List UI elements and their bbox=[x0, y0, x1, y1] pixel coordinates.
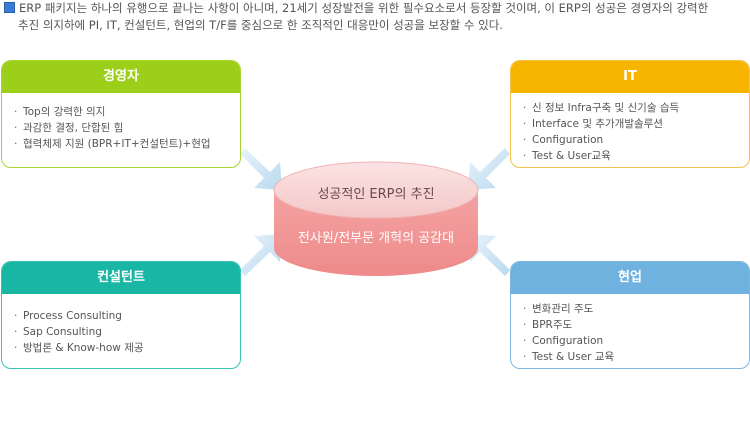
it-box: IT 신 정보 Infra구축 및 신기술 습득 Interface 및 추가개… bbox=[510, 60, 750, 168]
square-bullet-icon bbox=[4, 2, 15, 13]
list-item: 신 정보 Infra구축 및 신기술 습득 bbox=[523, 100, 749, 116]
ceo-box: 경영자 Top의 강력한 의지 과감한 결정, 단합된 힘 협력체제 지원 (B… bbox=[1, 60, 241, 168]
center-top-label: 성공적인 ERP의 추진 bbox=[317, 187, 435, 202]
list-item: 변화관리 주도 bbox=[523, 301, 749, 317]
it-box-list: 신 정보 Infra구축 및 신기술 습득 Interface 및 추가개발솔루… bbox=[511, 93, 749, 164]
arrow-top-left-icon bbox=[240, 148, 282, 190]
arrow-bottom-right-icon bbox=[468, 234, 510, 276]
intro-text: ERP 패키지는 하나의 유행으로 끝나는 사항이 아니며, 21세기 성장발전… bbox=[4, 0, 744, 34]
list-item: Test & User 교육 bbox=[523, 349, 749, 365]
intro-line-1: ERP 패키지는 하나의 유행으로 끝나는 사항이 아니며, 21세기 성장발전… bbox=[19, 1, 709, 15]
consultant-box-title: 컨설턴트 bbox=[2, 262, 240, 294]
list-item: 협력체제 지원 (BPR+IT+컨설턴트)+현업 bbox=[14, 136, 240, 152]
list-item: BPR주도 bbox=[523, 317, 749, 333]
ceo-box-title: 경영자 bbox=[2, 61, 240, 93]
list-item: Configuration bbox=[523, 333, 749, 349]
field-box: 현업 변화관리 주도 BPR주도 Configuration Test & Us… bbox=[510, 261, 750, 369]
arrow-bottom-left-icon bbox=[240, 234, 282, 276]
list-item: Test & User교육 bbox=[523, 148, 749, 164]
list-item: 방법론 & Know-how 제공 bbox=[14, 340, 240, 356]
list-item: Interface 및 추가개발솔루션 bbox=[523, 116, 749, 132]
list-item: Top의 강력한 의지 bbox=[14, 104, 240, 120]
center-bottom-label: 전사원/전부문 개혁의 공감대 bbox=[297, 231, 455, 246]
list-item: 과감한 결정, 단합된 힘 bbox=[14, 120, 240, 136]
list-item: Process Consulting bbox=[14, 308, 240, 324]
arrow-top-right-icon bbox=[468, 148, 510, 190]
field-box-list: 변화관리 주도 BPR주도 Configuration Test & User … bbox=[511, 294, 749, 365]
ceo-box-list: Top의 강력한 의지 과감한 결정, 단합된 힘 협력체제 지원 (BPR+I… bbox=[2, 93, 240, 152]
intro-line-2: 추진 의지하에 PI, IT, 컨설턴트, 현업의 T/F를 중심으로 한 조직… bbox=[18, 18, 503, 32]
consultant-box-list: Process Consulting Sap Consulting 방법론 & … bbox=[2, 294, 240, 356]
center-cylinder bbox=[273, 161, 479, 276]
field-box-title: 현업 bbox=[511, 262, 749, 294]
it-box-title: IT bbox=[511, 61, 749, 93]
list-item: Configuration bbox=[523, 132, 749, 148]
consultant-box: 컨설턴트 Process Consulting Sap Consulting 방… bbox=[1, 261, 241, 369]
list-item: Sap Consulting bbox=[14, 324, 240, 340]
